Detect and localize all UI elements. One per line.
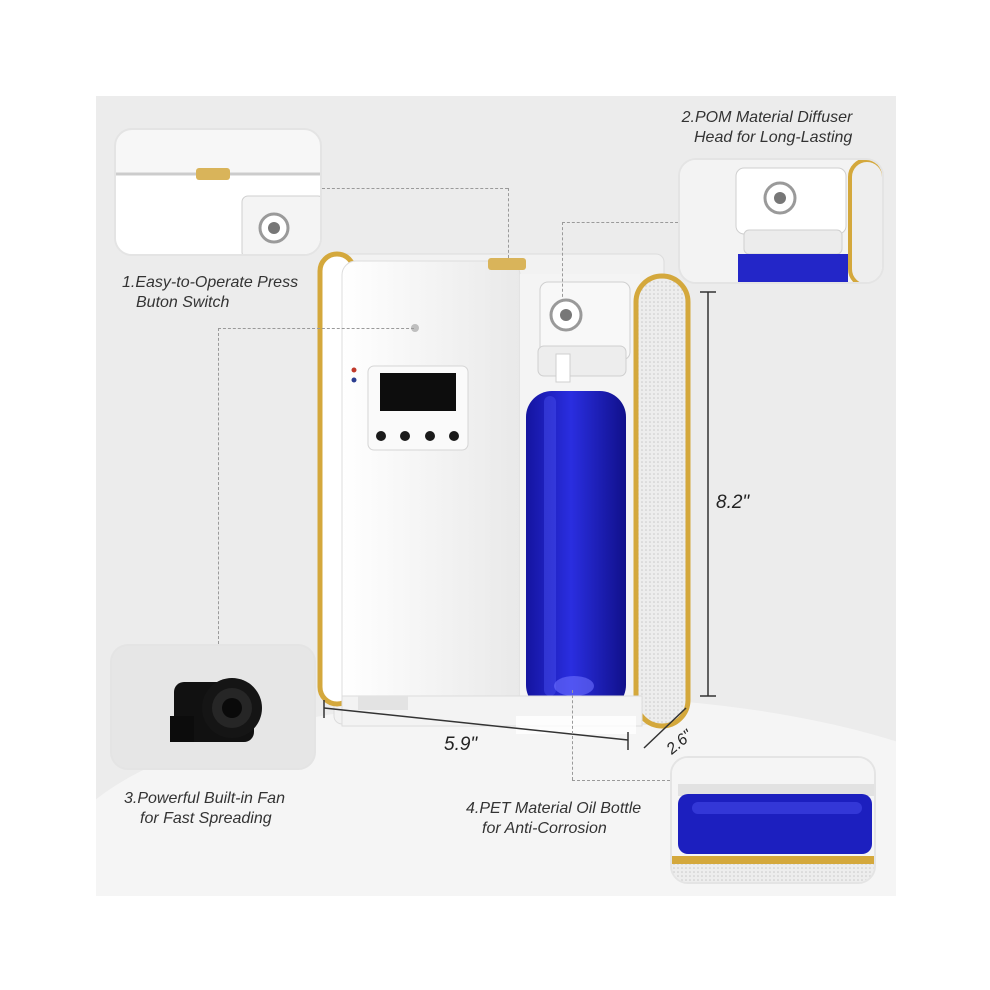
leader-line-diffuser xyxy=(562,222,678,223)
leader-line-switch-vertical xyxy=(508,188,509,258)
feature-1-label: 1.Easy-to-Operate Press Buton Switch xyxy=(122,273,298,313)
feature-3-label: 3.Powerful Built-in Fan for Fast Spreadi… xyxy=(124,789,285,829)
leader-line-fan xyxy=(218,328,414,329)
callout-fan-closeup xyxy=(110,644,316,770)
callout-switch-closeup xyxy=(114,128,322,256)
diffuser-device xyxy=(317,251,716,750)
height-dimension-label: 8.2" xyxy=(716,492,750,513)
leader-line-bottle xyxy=(572,690,573,780)
callout-bottle-closeup xyxy=(670,756,876,884)
feature-4-line2: for Anti-Corrosion xyxy=(482,820,607,837)
leader-line-diffuser-vertical xyxy=(562,222,563,302)
leader-line-bottle-horizontal xyxy=(572,780,670,781)
feature-4-line1: 4.PET Material Oil Bottle xyxy=(466,800,642,817)
feature-3-line1: 3.Powerful Built-in Fan xyxy=(124,790,285,807)
leader-line-switch xyxy=(322,188,508,189)
leader-line-fan-vertical xyxy=(218,328,219,644)
callout-diffuser-head-closeup xyxy=(678,158,884,284)
width-dimension-label: 5.9" xyxy=(444,734,478,755)
feature-1-line1: 1.Easy-to-Operate Press xyxy=(122,274,299,291)
feature-3-line2: for Fast Spreading xyxy=(140,810,272,827)
feature-2-line1: 2.POM Material Diffuser xyxy=(681,109,853,126)
feature-2-line2: Head for Long-Lasting xyxy=(694,129,853,146)
product-scene xyxy=(96,96,896,896)
feature-1-line2: Buton Switch xyxy=(136,294,230,311)
feature-4-label: 4.PET Material Oil Bottle for Anti-Corro… xyxy=(466,799,641,839)
feature-2-label: 2.POM Material Diffuser Head for Long-La… xyxy=(678,108,853,148)
